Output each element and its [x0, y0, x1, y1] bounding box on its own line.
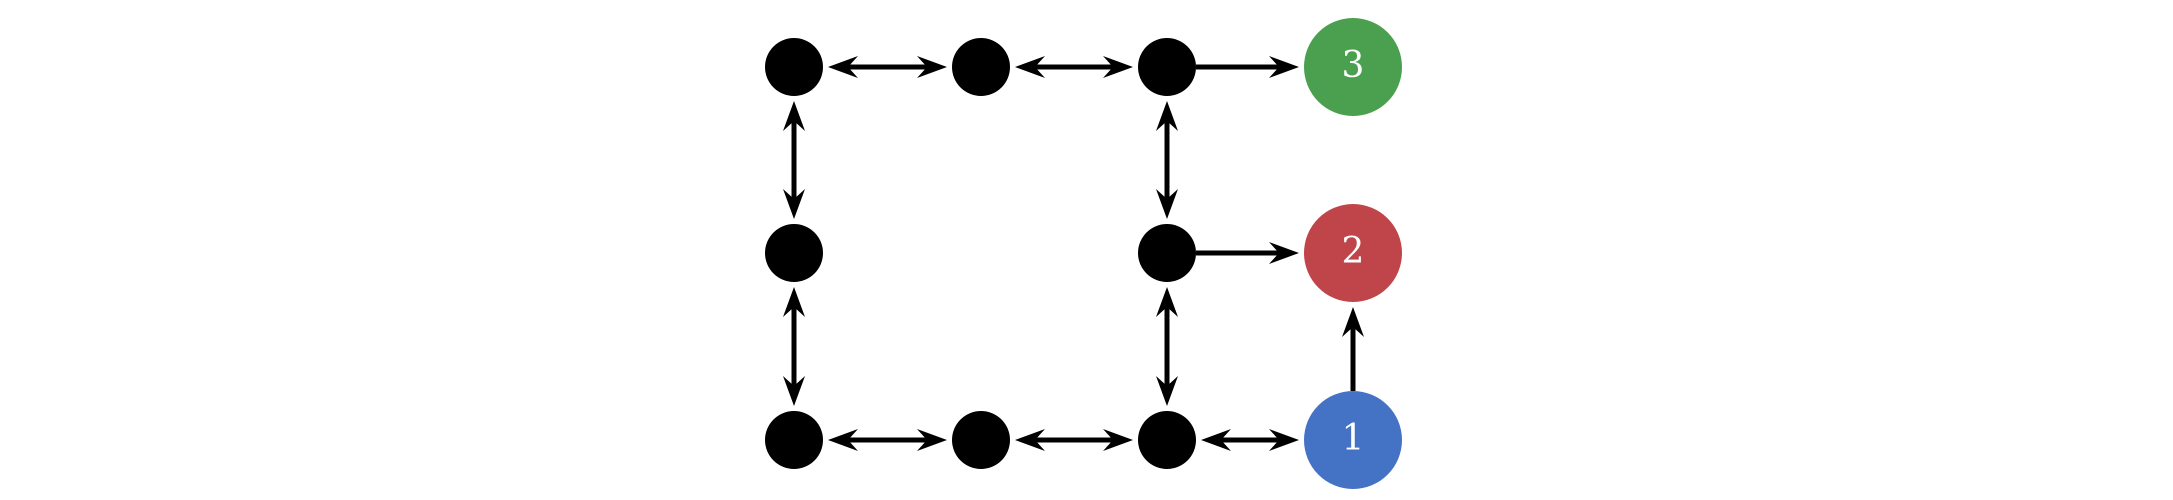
edge-c-e	[1156, 101, 1178, 219]
arrowhead-icon	[1103, 429, 1133, 451]
arrowhead-icon	[1156, 189, 1178, 219]
arrowhead-icon	[783, 287, 805, 317]
edge-e-h	[1156, 287, 1178, 406]
arrowhead-icon	[1269, 56, 1299, 78]
node-g	[952, 411, 1010, 469]
arrowhead-icon	[1342, 307, 1364, 337]
arrowhead-icon	[828, 429, 858, 451]
arrowhead-icon	[1201, 429, 1231, 451]
node-label: 3	[1342, 45, 1365, 86]
node-circle	[1304, 204, 1402, 302]
arrowhead-icon	[1156, 376, 1178, 406]
node-b1: 1	[1304, 391, 1402, 489]
arrowhead-icon	[1103, 56, 1133, 78]
edge-a-b	[828, 56, 947, 78]
arrowhead-icon	[917, 56, 947, 78]
arrowhead-icon	[1015, 429, 1045, 451]
node-d	[765, 224, 823, 282]
node-circle	[1138, 411, 1196, 469]
edge-b1-r2	[1342, 307, 1364, 391]
node-circle	[765, 224, 823, 282]
node-circle	[1304, 18, 1402, 116]
arrowhead-icon	[783, 376, 805, 406]
node-f	[765, 411, 823, 469]
edge-d-f	[783, 287, 805, 406]
edge-c-g3	[1196, 56, 1299, 78]
node-circle	[1138, 38, 1196, 96]
arrowhead-icon	[1269, 429, 1299, 451]
edge-f-g	[828, 429, 947, 451]
node-e	[1138, 224, 1196, 282]
arrowhead-icon	[1015, 56, 1045, 78]
node-g3: 3	[1304, 18, 1402, 116]
node-a	[765, 38, 823, 96]
edge-a-d	[783, 101, 805, 219]
node-label: 2	[1342, 231, 1365, 272]
edge-b-c	[1015, 56, 1133, 78]
node-c	[1138, 38, 1196, 96]
node-label: 1	[1342, 418, 1365, 459]
arrowhead-icon	[783, 189, 805, 219]
edges-layer	[783, 56, 1364, 451]
node-circle	[1138, 224, 1196, 282]
arrowhead-icon	[783, 101, 805, 131]
node-circle	[765, 411, 823, 469]
arrowhead-icon	[1156, 287, 1178, 317]
node-circle	[765, 38, 823, 96]
node-circle	[1304, 391, 1402, 489]
node-r2: 2	[1304, 204, 1402, 302]
edge-g-h	[1015, 429, 1133, 451]
node-circle	[952, 411, 1010, 469]
nodes-layer: 3 2 1	[765, 18, 1402, 489]
arrowhead-icon	[828, 56, 858, 78]
node-circle	[952, 38, 1010, 96]
edge-e-r2	[1196, 242, 1299, 264]
edge-h-b1	[1201, 429, 1299, 451]
node-h	[1138, 411, 1196, 469]
node-b	[952, 38, 1010, 96]
arrowhead-icon	[917, 429, 947, 451]
arrowhead-icon	[1156, 101, 1178, 131]
arrowhead-icon	[1269, 242, 1299, 264]
